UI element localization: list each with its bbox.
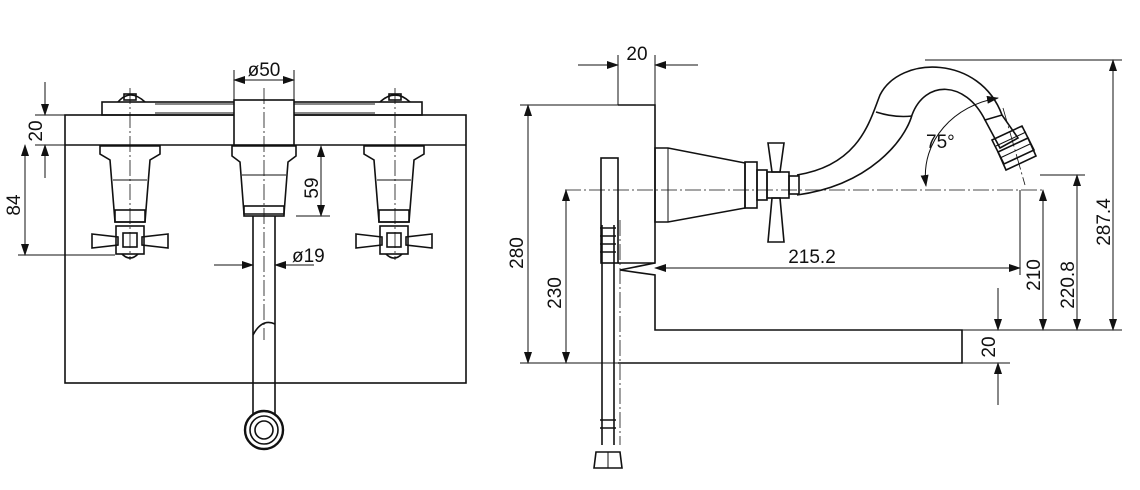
dim-spout-diameter: ø19 bbox=[292, 246, 325, 267]
spout-pipe bbox=[243, 216, 285, 451]
dim-overall-height-front: 280 bbox=[507, 237, 528, 269]
dim-body-diameter: ø50 bbox=[248, 60, 281, 81]
dim-outlet-angle: 75° bbox=[926, 132, 955, 153]
wall-plate bbox=[618, 104, 656, 264]
dim-foot-thickness: 20 bbox=[979, 336, 1000, 357]
dim-axis-height: 220.8 bbox=[1058, 261, 1079, 309]
front-view: 20 84 ø50 59 ø19 bbox=[4, 60, 467, 451]
thread-lines bbox=[600, 227, 616, 253]
dim-body-height: 59 bbox=[302, 177, 323, 198]
side-view: 75° 20 280 230 215.2 210 220.8 287.4 bbox=[507, 44, 1122, 469]
right-valve-body bbox=[355, 145, 433, 259]
supply-nut bbox=[593, 451, 623, 469]
dim-handle-height: 84 bbox=[4, 194, 25, 216]
dim-outlet-height: 210 bbox=[1024, 259, 1045, 291]
left-top-bolt bbox=[117, 94, 146, 103]
dim-top-height: 20 bbox=[26, 120, 47, 141]
wall-panel-outline bbox=[64, 114, 467, 384]
angle-arc bbox=[920, 95, 999, 187]
wall-foot bbox=[618, 262, 963, 364]
s-curve-spout bbox=[796, 66, 1038, 196]
dim-overall-height: 287.4 bbox=[1094, 198, 1115, 246]
dim-spout-height: 230 bbox=[545, 277, 566, 309]
spout-outlet-ring bbox=[243, 409, 285, 451]
side-valve-body bbox=[654, 142, 800, 243]
dim-flange-thickness: 20 bbox=[626, 44, 647, 65]
dim-projection: 215.2 bbox=[788, 247, 836, 268]
mounting-block bbox=[600, 157, 619, 264]
left-valve-body bbox=[91, 145, 169, 259]
